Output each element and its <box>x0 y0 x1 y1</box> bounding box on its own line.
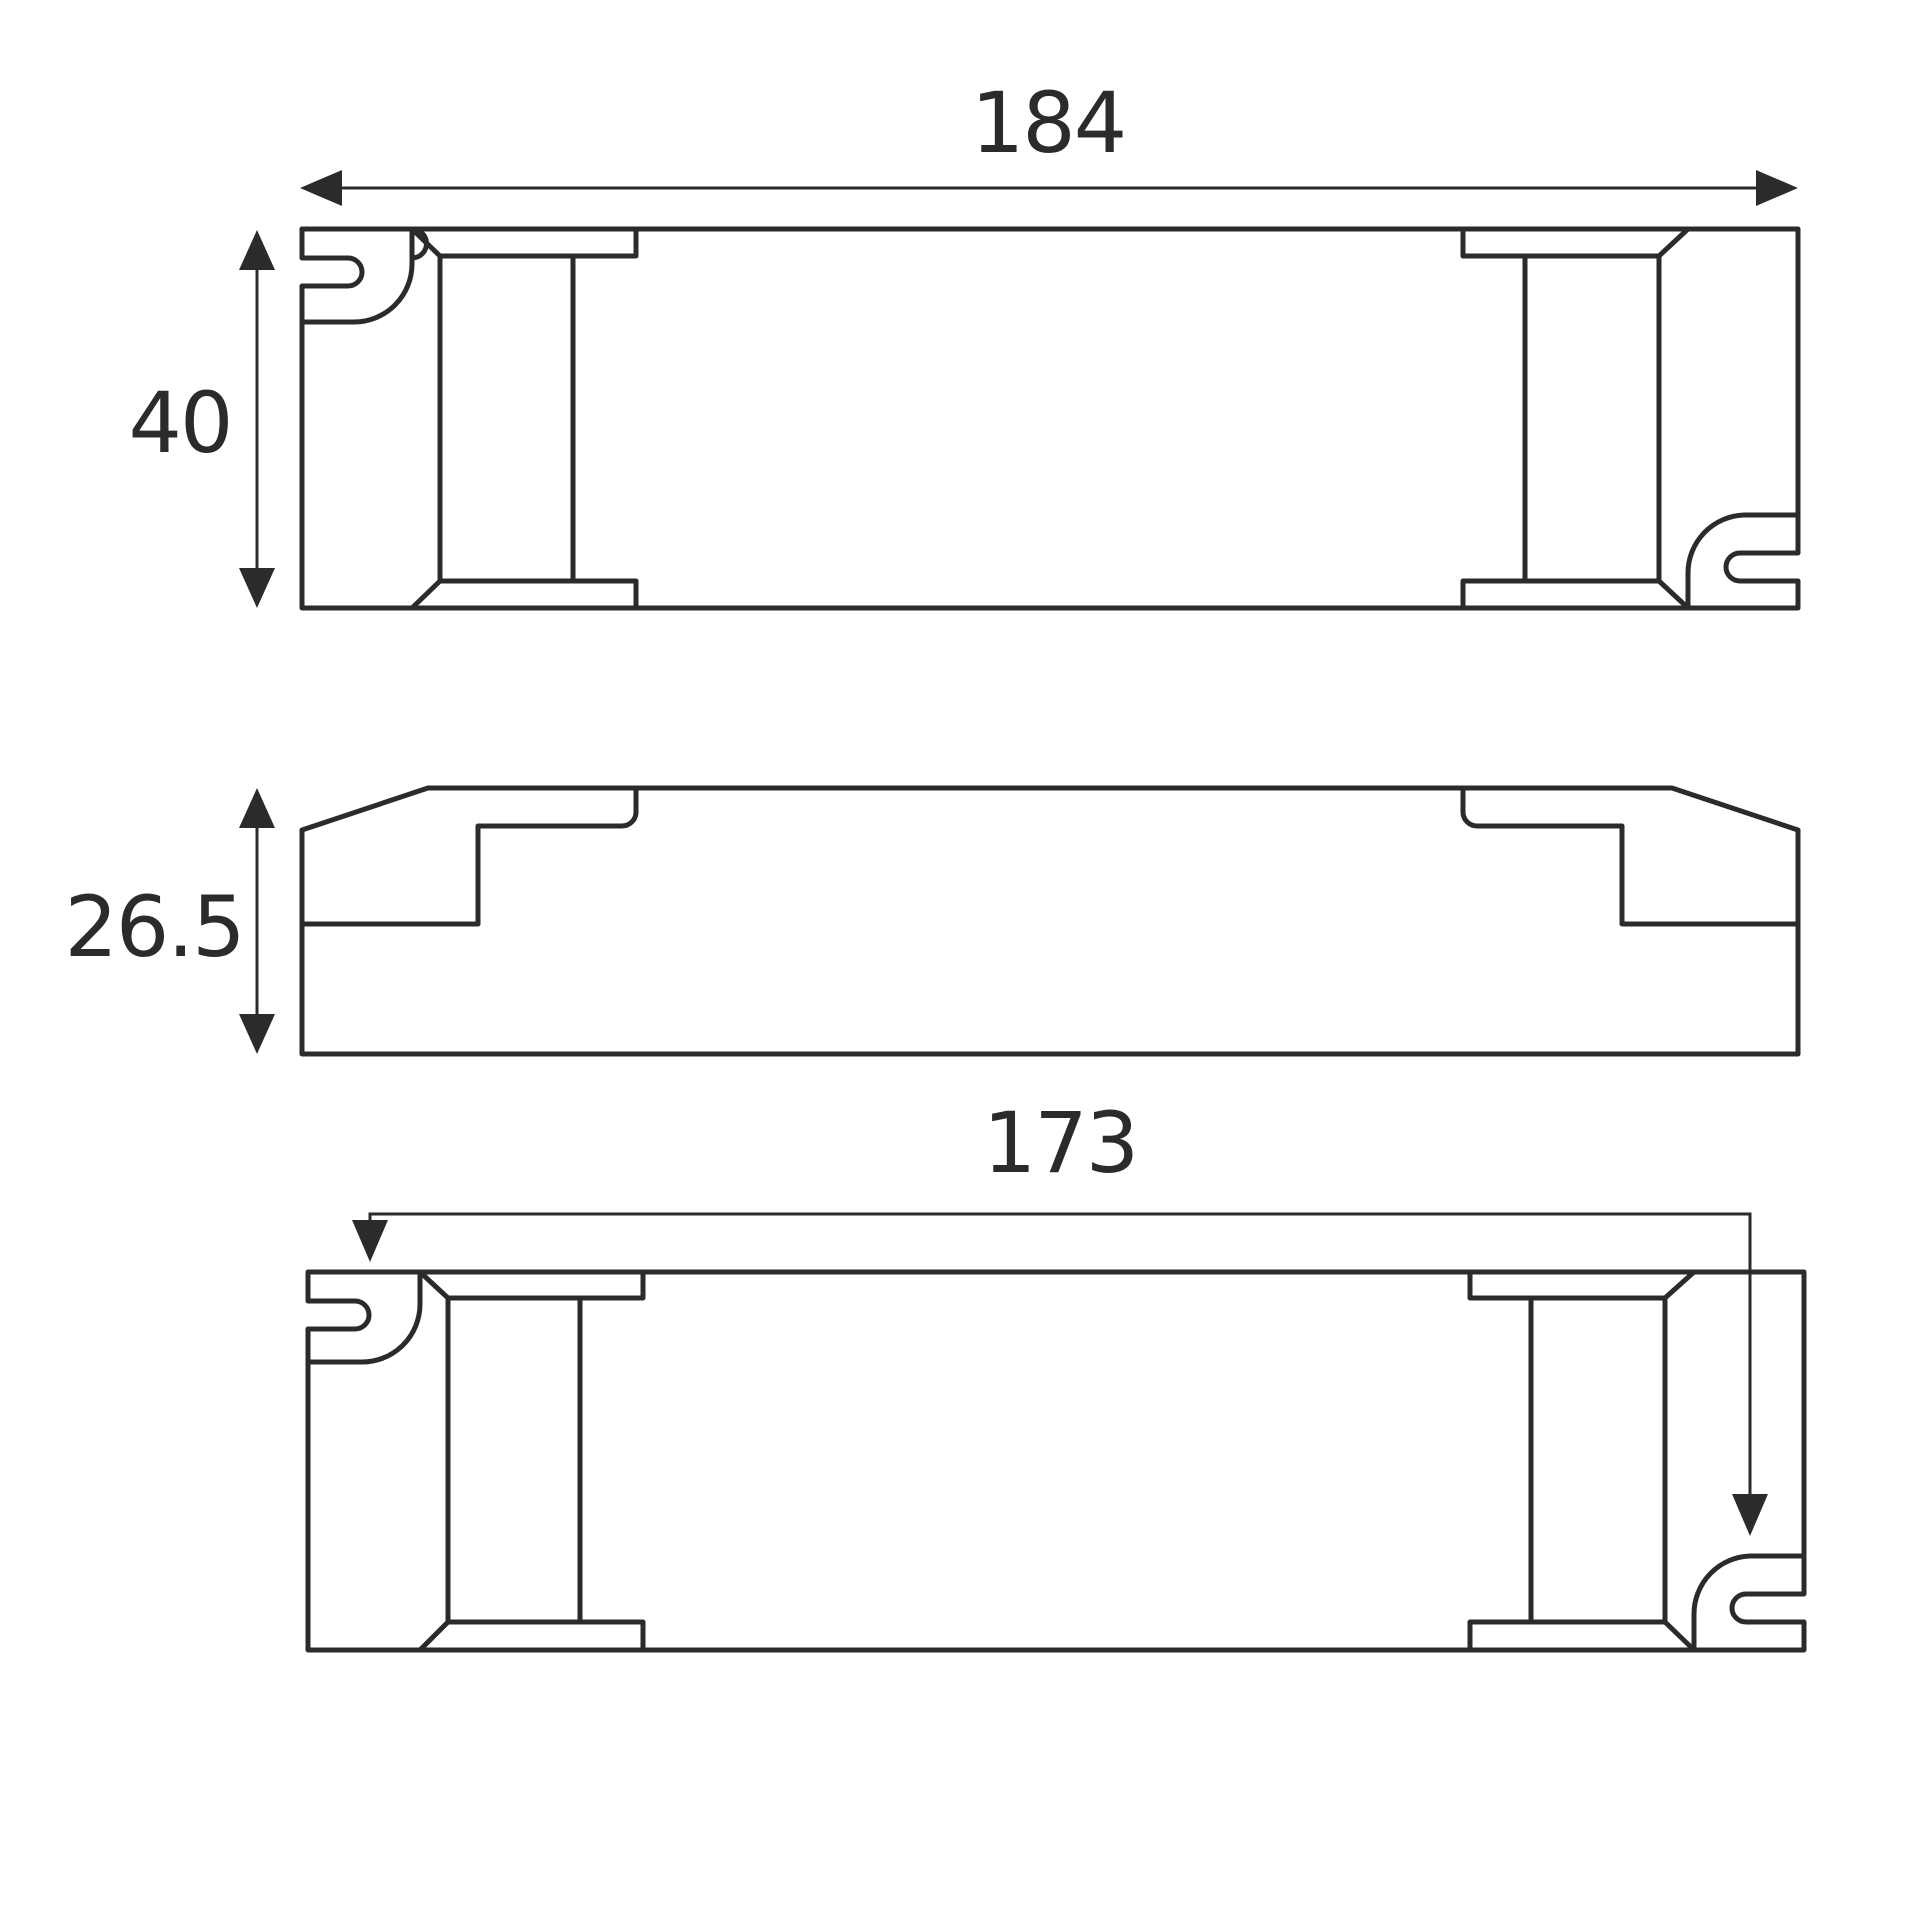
width-label: 40 <box>129 374 232 472</box>
mounting-arrow-left <box>352 1220 388 1262</box>
width-arrow-bottom <box>239 568 275 608</box>
left-cable-clamp <box>409 226 639 611</box>
mounting-view-housing <box>305 1269 1807 1653</box>
height-label: 26.5 <box>64 878 243 976</box>
top-view-housing <box>299 226 1801 611</box>
mounting-view: 173 <box>305 1094 1807 1653</box>
height-dimension: 26.5 <box>64 788 275 1054</box>
left-mounting-ear <box>299 226 415 325</box>
width-arrow-top <box>239 230 275 270</box>
side-view-left-step <box>299 785 639 927</box>
mounting-left-ear <box>305 1269 423 1365</box>
right-cable-clamp <box>1460 226 1691 611</box>
mounting-right-clamp <box>1467 1269 1697 1653</box>
mounting-distance-label: 173 <box>983 1094 1137 1192</box>
side-view-right-step <box>1460 785 1801 927</box>
height-arrow-top <box>239 788 275 828</box>
mounting-dimension-line <box>368 1212 1752 1510</box>
mounting-right-ear <box>1691 1553 1807 1653</box>
side-view-housing <box>299 785 1801 1057</box>
length-arrow-left <box>300 170 342 206</box>
length-arrow-right <box>1756 170 1798 206</box>
height-arrow-bottom <box>239 1014 275 1054</box>
left-mounting-tab <box>299 226 429 261</box>
right-mounting-ear <box>1685 512 1801 611</box>
mounting-arrow-right <box>1732 1494 1768 1536</box>
length-dimension: 184 <box>300 74 1798 206</box>
width-dimension: 40 <box>129 230 275 608</box>
top-view: 184 40 <box>129 74 1801 611</box>
side-view: 26.5 <box>64 785 1801 1057</box>
mounting-left-clamp <box>417 1269 646 1653</box>
mounting-distance-dimension: 173 <box>352 1094 1768 1536</box>
length-label: 184 <box>971 74 1125 172</box>
